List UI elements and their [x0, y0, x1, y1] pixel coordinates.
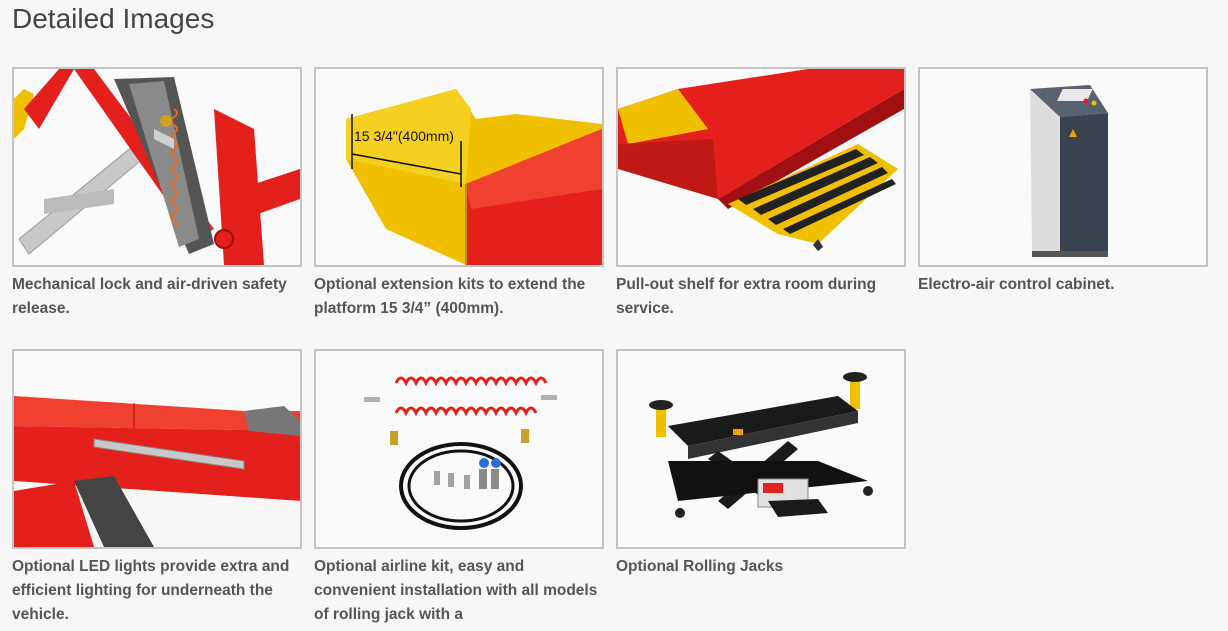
image-frame[interactable]: 15 3/4"(400mm) [314, 67, 604, 267]
control-cabinet-image [920, 69, 1206, 265]
page-title: Detailed Images [12, 3, 215, 34]
mechanical-lock-image [14, 69, 300, 265]
image-frame[interactable] [616, 349, 906, 549]
image-caption: Optional LED lights provide extra and ef… [12, 558, 290, 623]
image-frame[interactable] [314, 349, 604, 549]
image-card-airline-kit: Optional airline kit, easy and convenien… [314, 349, 604, 627]
image-caption: Electro-air control cabinet. [918, 276, 1115, 293]
image-card-rolling-jack: Optional Rolling Jacks [616, 349, 906, 579]
dimension-label: 15 3/4"(400mm) [354, 128, 454, 144]
image-frame[interactable] [12, 67, 302, 267]
image-card-led-lights: Optional LED lights provide extra and ef… [12, 349, 302, 627]
image-frame[interactable] [12, 349, 302, 549]
image-caption: Optional Rolling Jacks [616, 558, 784, 575]
image-caption: Mechanical lock and air-driven safety re… [12, 276, 287, 317]
image-card-control-cabinet: Electro-air control cabinet. [918, 67, 1208, 297]
extension-kit-image: 15 3/4"(400mm) [316, 69, 602, 265]
image-caption: Pull-out shelf for extra room during ser… [616, 276, 877, 317]
image-frame[interactable] [918, 67, 1208, 267]
image-card-mechanical-lock: Mechanical lock and air-driven safety re… [12, 67, 302, 321]
image-caption: Optional airline kit, easy and convenien… [314, 558, 598, 623]
image-caption: Optional extension kits to extend the pl… [314, 276, 586, 317]
led-lights-image [14, 351, 300, 547]
rolling-jack-image [618, 351, 904, 547]
image-card-pull-out-shelf: Pull-out shelf for extra room during ser… [616, 67, 906, 321]
airline-kit-image [316, 351, 602, 547]
image-card-extension-kit: 15 3/4"(400mm) Optional extension kits t… [314, 67, 604, 321]
image-frame[interactable] [616, 67, 906, 267]
pull-out-shelf-image [618, 69, 904, 265]
